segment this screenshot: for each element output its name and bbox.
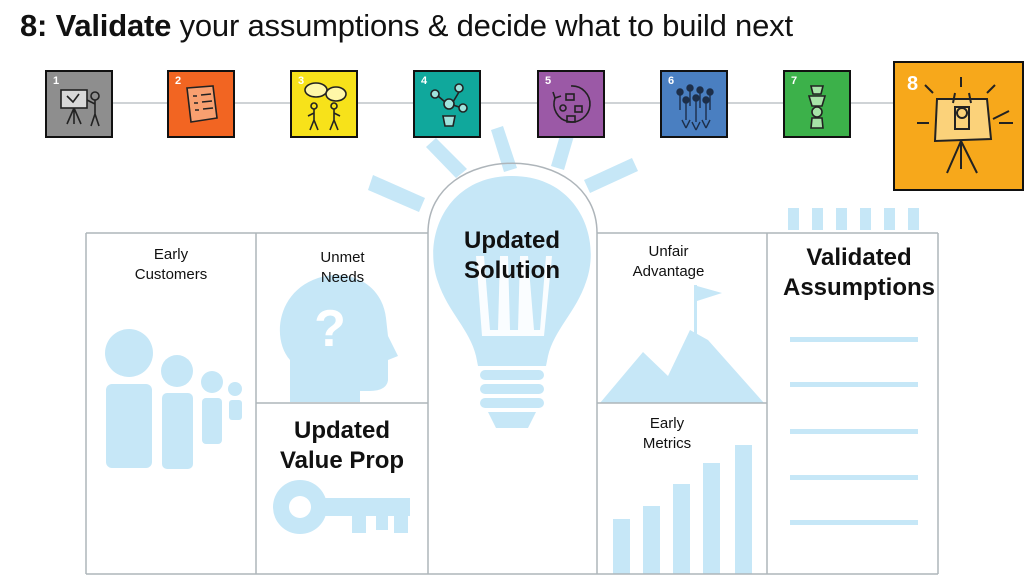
page-title: 8: Validate your assumptions & decide wh… — [20, 8, 793, 44]
title-text: your assumptions & decide what to build … — [179, 8, 793, 43]
people-icon — [105, 329, 242, 469]
unfair-advantage-label: Unfair Advantage — [600, 242, 737, 282]
lightbulb-icon — [433, 176, 591, 428]
validated-assumptions-text: Validated Assumptions — [782, 244, 935, 301]
step-8-box[interactable]: 8 — [893, 61, 1024, 191]
step-number: 5 — [545, 75, 552, 87]
checklist-icon — [186, 85, 218, 123]
step-2-box[interactable]: 2 — [167, 70, 235, 138]
step-6-box[interactable]: 6 — [660, 70, 728, 138]
step-number: 4 — [421, 75, 428, 87]
unfair-advantage-text: Unfair Advantage — [632, 243, 705, 280]
mountain-flag-icon — [600, 285, 764, 403]
bulb-rays — [368, 126, 638, 212]
step-5-box[interactable]: 5 — [537, 70, 605, 138]
cycle-diagram-icon — [552, 85, 591, 123]
crowd-icon — [676, 84, 714, 131]
step-number: 7 — [791, 75, 798, 87]
validate-easel-icon — [917, 77, 1013, 174]
svg-text:?: ? — [314, 300, 346, 358]
updated-value-prop-label: Updated Value Prop — [262, 416, 422, 476]
trophy-icon — [807, 85, 827, 129]
checklist-lines-icon — [788, 208, 919, 525]
steps-connector — [80, 102, 940, 104]
speech-bubbles-icon — [304, 82, 347, 131]
validated-assumptions-label: Validated Assumptions — [770, 243, 948, 303]
early-metrics-label: Early Metrics — [600, 414, 734, 454]
step-1-box[interactable]: 1 — [45, 70, 113, 138]
key-icon — [273, 480, 410, 534]
early-metrics-text: Early Metrics — [642, 415, 692, 452]
unmet-needs-text: Unmet Needs — [320, 249, 365, 286]
unmet-needs-label: Unmet Needs — [270, 248, 415, 288]
step-label: 8: Validate — [20, 8, 172, 43]
step-3-box[interactable]: 3 — [290, 70, 358, 138]
step-number: 8 — [907, 73, 919, 95]
head-question-icon: ? — [279, 275, 398, 402]
updated-solution-label: Updated Solution — [432, 226, 592, 286]
presentation-easel-icon — [60, 89, 100, 127]
step-number: 1 — [53, 75, 60, 87]
step-number: 6 — [668, 75, 675, 87]
network-nodes-icon — [430, 83, 468, 127]
early-customers-label: Early Customers — [100, 245, 242, 285]
step-7-box[interactable]: 7 — [783, 70, 851, 138]
updated-solution-text: Updated Solution — [464, 227, 560, 284]
canvas-grid — [85, 162, 939, 575]
growth-bars-icon — [613, 445, 752, 574]
updated-value-prop-text: Updated Value Prop — [279, 417, 405, 474]
step-4-box[interactable]: 4 — [413, 70, 481, 138]
step-number: 3 — [298, 75, 305, 87]
step-number: 2 — [175, 75, 182, 87]
early-customers-text: Early Customers — [134, 246, 208, 283]
